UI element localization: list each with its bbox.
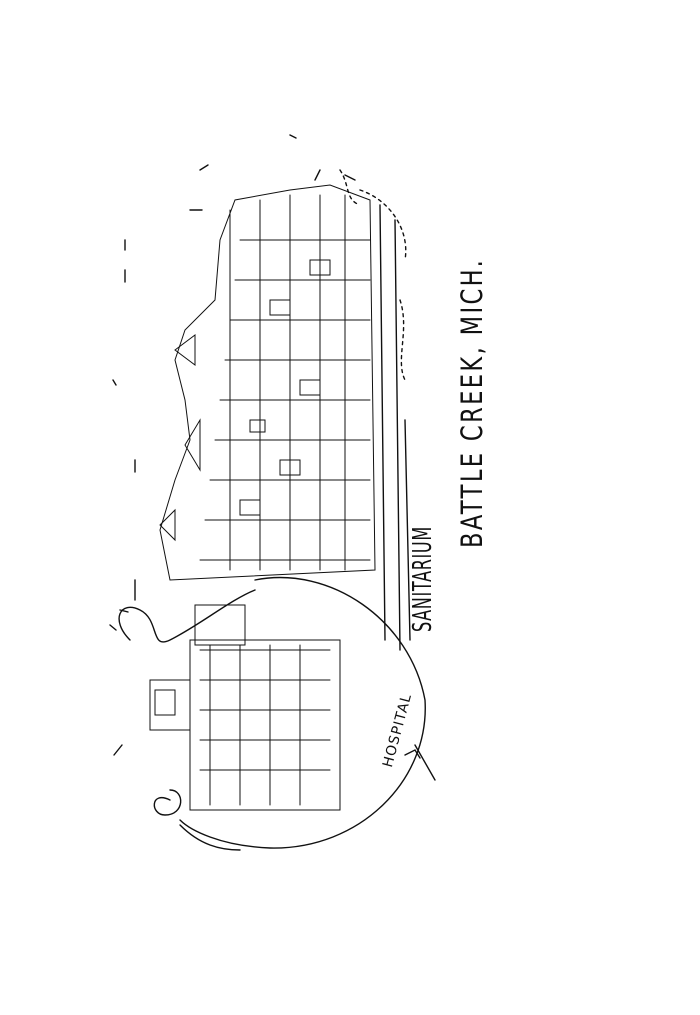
caption: BATTLE CREEK, MICH.	[455, 257, 489, 548]
sanitarium-building	[159, 184, 376, 581]
hospital-inset-circle	[179, 576, 426, 849]
ornament-scroll-bottom	[153, 789, 241, 851]
sanitarium-label: SANITARIUM	[408, 526, 438, 632]
trees	[339, 169, 407, 381]
hospital-building	[149, 604, 341, 811]
ornament-scroll-top	[118, 589, 256, 643]
drive-lines	[379, 204, 411, 651]
flag	[404, 744, 436, 781]
sky-marks	[109, 134, 356, 756]
